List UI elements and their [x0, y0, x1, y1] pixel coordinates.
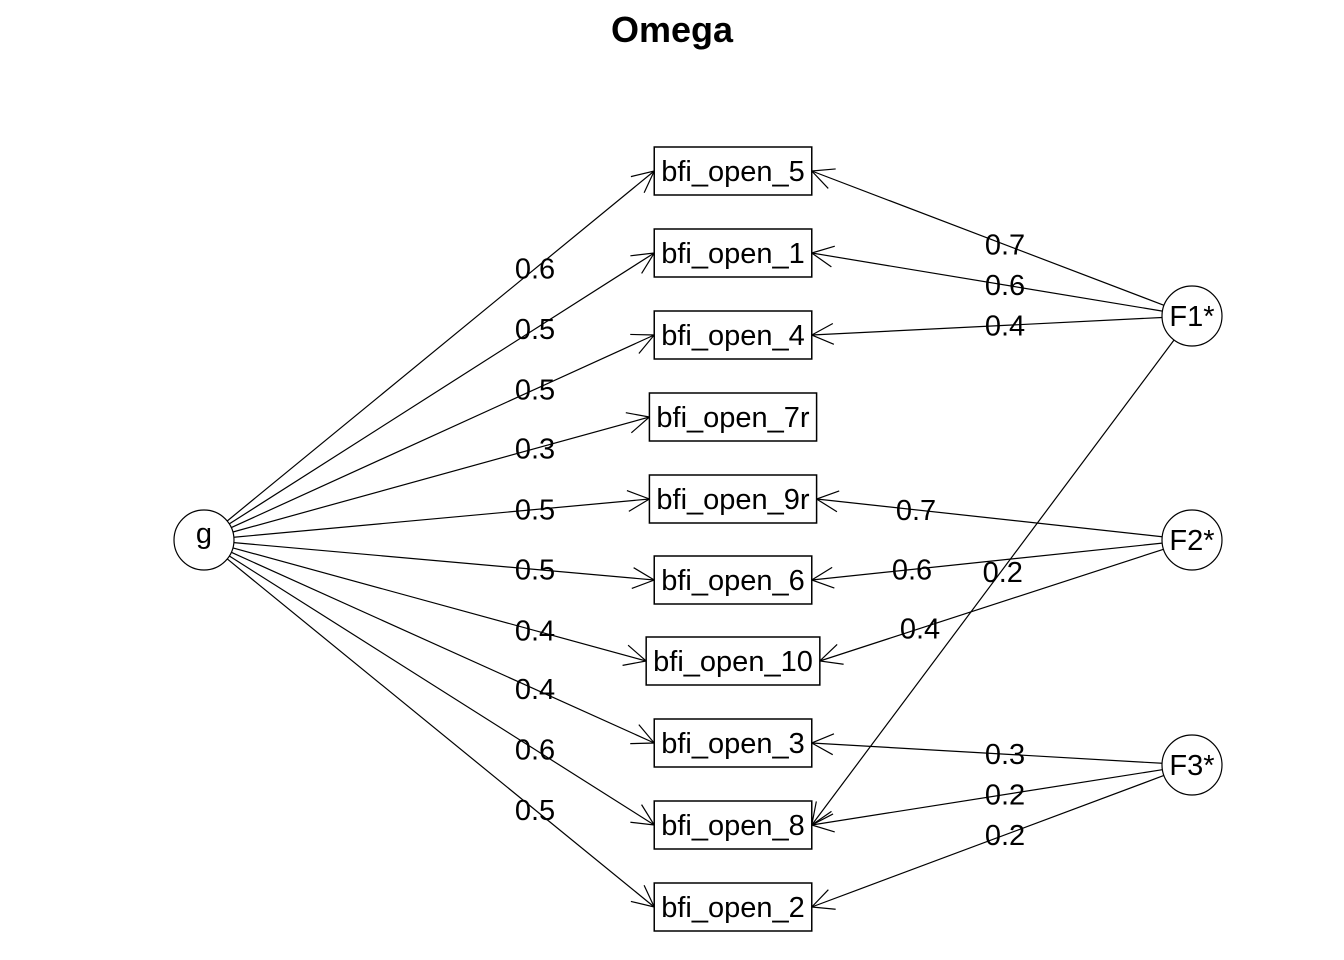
item-label-bfi_open_6: bfi_open_6	[661, 565, 805, 597]
edge-g-bfi_open_7r	[232, 416, 650, 533]
factor-node-F1	[1161, 285, 1223, 347]
edge-F2-bfi_open_10	[819, 548, 1164, 662]
item-label-bfi_open_10: bfi_open_10	[653, 646, 813, 678]
edge-F3-bfi_open_2	[811, 774, 1165, 908]
edges-layer	[226, 168, 1175, 910]
edge-F1-bfi_open_8-label: 0.2	[983, 557, 1023, 589]
edge-g-bfi_open_8-label: 0.6	[515, 735, 555, 767]
nodes-layer: bfi_open_5 bfi_open_1 bfi_open_4 bfi_open_7…	[173, 146, 1223, 932]
item-box-bfi_open_10	[645, 636, 821, 686]
edge-g-bfi_open_9r-label: 0.5	[515, 495, 555, 527]
edge-g-bfi_open_1-arrowhead	[630, 252, 656, 274]
edge-F1-bfi_open_4-label: 0.4	[985, 310, 1025, 342]
edge-g-bfi_open_2	[226, 558, 655, 908]
edge-F3-bfi_open_3-label: 0.3	[985, 739, 1025, 771]
edge-F2-bfi_open_9r-label: 0.7	[896, 495, 936, 527]
item-label-bfi_open_5: bfi_open_5	[661, 156, 805, 188]
edge-F3-bfi_open_8	[811, 769, 1163, 826]
edge-F2-bfi_open_6-label: 0.6	[892, 554, 932, 586]
edge-g-bfi_open_8-arrowhead	[630, 804, 656, 826]
edge-F1-bfi_open_1-label: 0.6	[985, 270, 1025, 302]
edge-F1-bfi_open_4	[811, 316, 1163, 336]
item-box-bfi_open_4	[653, 310, 813, 360]
factor-node-F3	[1161, 734, 1223, 796]
edge-g-bfi_open_4	[231, 334, 655, 529]
edge-F3-bfi_open_3	[811, 742, 1163, 764]
general-factor-node	[173, 509, 235, 571]
item-label-bfi_open_1: bfi_open_1	[661, 238, 805, 270]
factor-label-F1: F1*	[1169, 301, 1214, 333]
item-label-bfi_open_7r: bfi_open_7r	[656, 402, 810, 434]
edge-F2-bfi_open_6	[811, 542, 1163, 581]
edge-F1-bfi_open_1	[811, 252, 1163, 312]
edge-g-bfi_open_6-label: 0.5	[515, 554, 555, 586]
edge-g-bfi_open_5	[226, 170, 655, 522]
edge-g-bfi_open_5-label: 0.6	[515, 254, 555, 286]
item-box-bfi_open_8	[653, 800, 813, 850]
item-box-bfi_open_2	[653, 882, 813, 932]
edge-F3-bfi_open_2-label: 0.2	[985, 820, 1025, 852]
edge-g-bfi_open_10	[232, 547, 647, 662]
edge-g-bfi_open_1	[228, 252, 655, 525]
general-factor-label: g	[196, 518, 212, 550]
edge-g-bfi_open_10-label: 0.4	[515, 616, 555, 648]
diagram-title: Omega	[611, 9, 734, 50]
item-box-bfi_open_9r	[648, 474, 818, 524]
edge-F2-bfi_open_10-label: 0.4	[900, 613, 940, 645]
item-box-bfi_open_1	[653, 228, 813, 278]
factor-label-F2: F2*	[1169, 525, 1214, 557]
item-box-bfi_open_7r	[648, 392, 818, 442]
edge-F2-bfi_open_9r	[816, 498, 1163, 538]
edge-g-bfi_open_4-label: 0.5	[515, 374, 555, 406]
edge-F1-bfi_open_5	[811, 170, 1165, 306]
edge-g-bfi_open_9r	[233, 498, 650, 538]
item-box-bfi_open_3	[653, 718, 813, 768]
edge-g-bfi_open_7r-label: 0.3	[515, 434, 555, 466]
item-label-bfi_open_4: bfi_open_4	[661, 320, 805, 352]
factor-node-F2	[1161, 509, 1223, 571]
item-label-bfi_open_3: bfi_open_3	[661, 728, 805, 760]
edge-F1-bfi_open_5-label: 0.7	[985, 230, 1025, 262]
item-label-bfi_open_2: bfi_open_2	[661, 892, 805, 924]
edge-F3-bfi_open_8-label: 0.2	[985, 780, 1025, 812]
edge-g-bfi_open_6	[233, 542, 655, 581]
edge-g-bfi_open_3-label: 0.4	[515, 674, 555, 706]
edge-g-bfi_open_3	[231, 551, 655, 744]
edge-g-bfi_open_1-label: 0.5	[515, 314, 555, 346]
item-label-bfi_open_8: bfi_open_8	[661, 810, 805, 842]
item-box-bfi_open_6	[653, 555, 813, 605]
edge-F1-bfi_open_8	[811, 339, 1175, 826]
edge-g-bfi_open_2-label: 0.5	[515, 795, 555, 827]
edge-g-bfi_open_8	[229, 555, 655, 826]
edge-labels-layer: 0.6 0.5 0.5 0.3 0.5 0.5 0.4 0.4 0.6 0.5 0.7 0.6 0.4 0…	[515, 230, 1025, 852]
item-label-bfi_open_9r: bfi_open_9r	[656, 484, 810, 516]
factor-label-F3: F3*	[1169, 750, 1214, 782]
item-box-bfi_open_5	[653, 146, 813, 196]
